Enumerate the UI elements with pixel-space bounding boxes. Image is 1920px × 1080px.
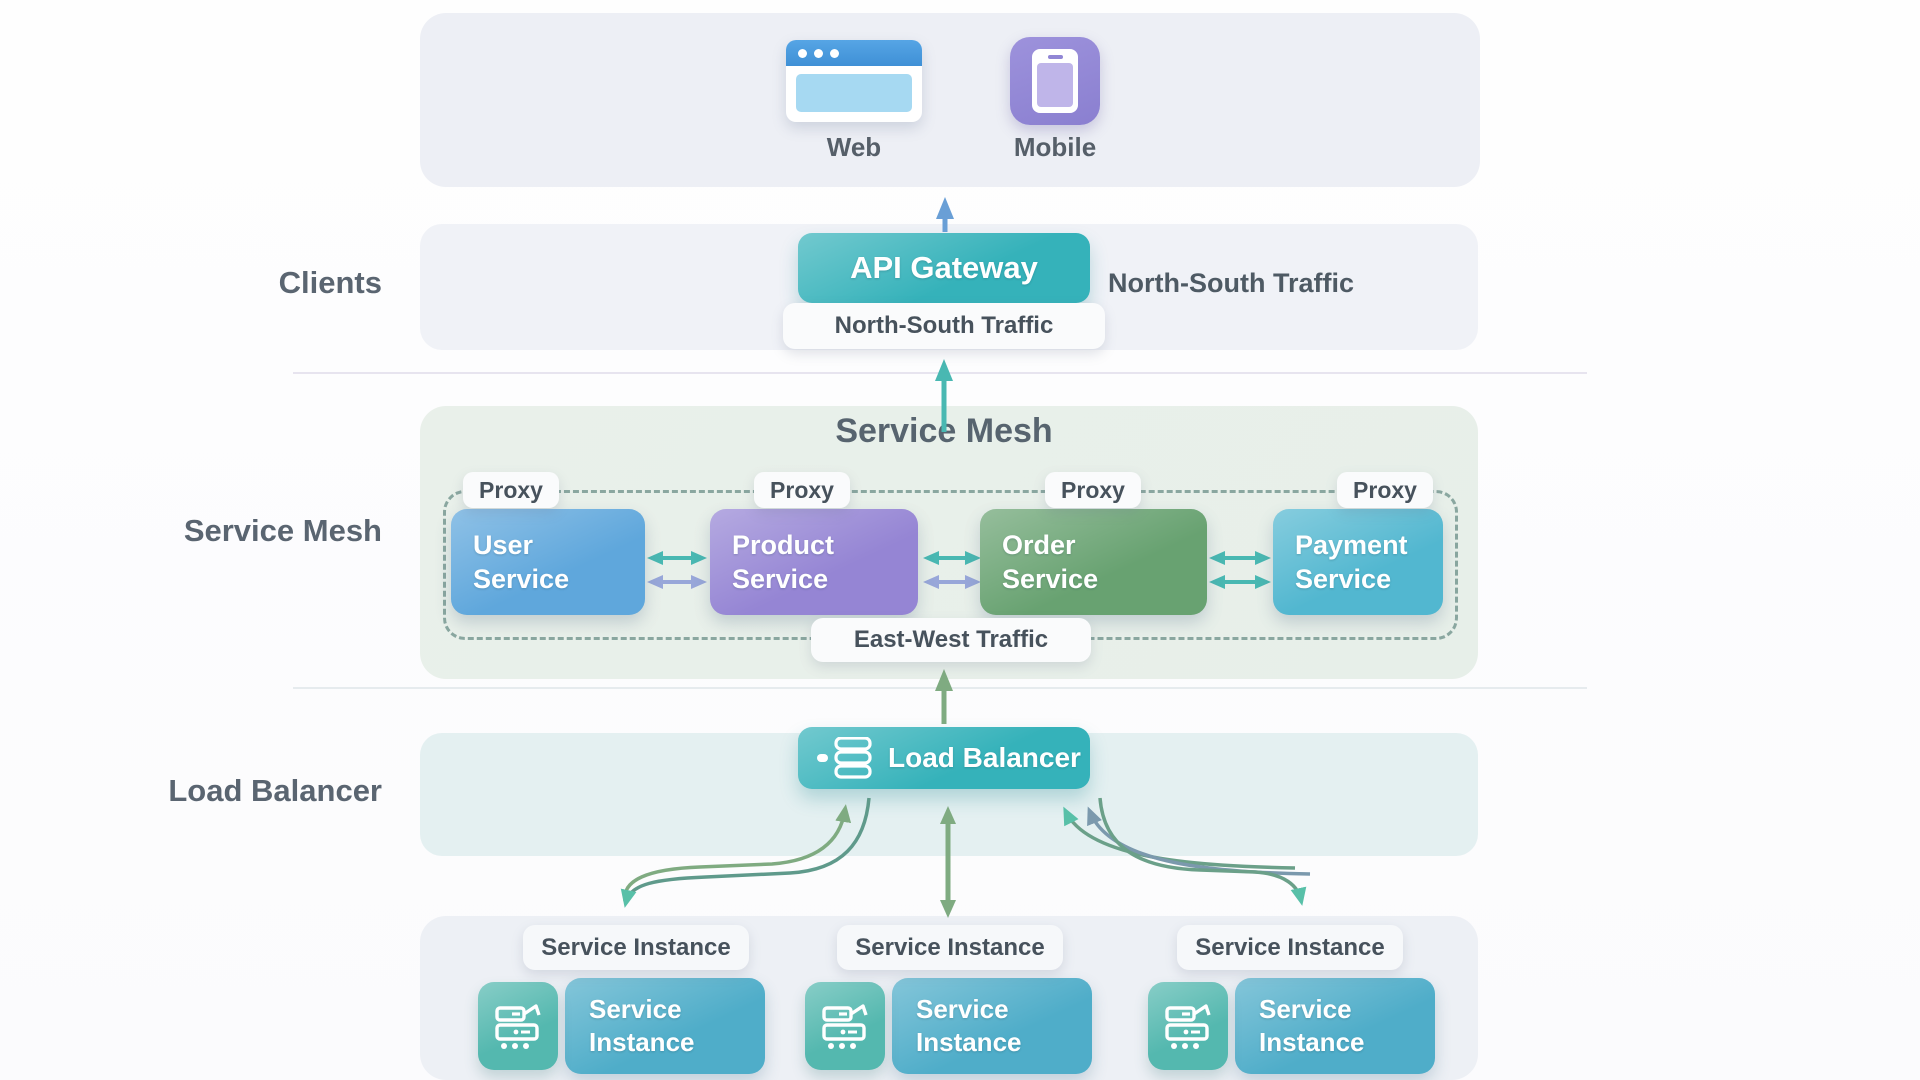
product-service-label: Product Service	[732, 530, 835, 594]
proxy-pill-user: Proxy	[463, 472, 559, 508]
proxy-pill-product: Proxy	[754, 472, 850, 508]
service-instance-label: Service Instance	[589, 994, 695, 1057]
crate-icon	[495, 1004, 541, 1049]
clients-band	[420, 13, 1480, 187]
row-divider-top	[293, 372, 1587, 374]
row-divider-bottom	[293, 687, 1587, 689]
user-service-label: User Service	[473, 530, 570, 594]
service-instance-box-2: Service Instance	[892, 978, 1092, 1074]
load-balancer-box: Load Balancer	[798, 727, 1090, 789]
order-service-label: Order Service	[1002, 530, 1099, 594]
web-browser-icon	[786, 40, 922, 122]
browser-dot-icon	[830, 49, 839, 58]
server-stack-icon	[817, 737, 872, 779]
product-service-box: Product Service	[710, 509, 918, 615]
north-south-traffic-side-label: North-South Traffic	[1108, 267, 1354, 298]
row-label-service-mesh: Service Mesh	[183, 513, 382, 548]
payment-service-label: Payment Service	[1295, 530, 1408, 594]
service-instance-label: Service Instance	[916, 994, 1022, 1057]
crate-icon	[822, 1004, 868, 1049]
proxy-pill-order: Proxy	[1045, 472, 1141, 508]
instance-tile-icon-1	[478, 982, 558, 1070]
phone-speaker	[1048, 55, 1063, 59]
payment-service-box: Payment Service	[1273, 509, 1443, 615]
service-instance-label: Service Instance	[1259, 994, 1365, 1057]
service-instance-pill-2: Service Instance	[837, 925, 1063, 970]
proxy-pill-payment: Proxy	[1337, 472, 1433, 508]
service-instance-pill-1: Service Instance	[523, 925, 749, 970]
east-west-traffic-pill: East-West Traffic	[811, 618, 1091, 662]
phone-screen	[1037, 63, 1073, 107]
service-instance-pill-3: Service Instance	[1177, 925, 1403, 970]
browser-page	[796, 74, 912, 112]
browser-dot-icon	[814, 49, 823, 58]
instance-tile-icon-3	[1148, 982, 1228, 1070]
service-mesh-title: Service Mesh	[835, 412, 1053, 450]
instance-tile-icon-2	[805, 982, 885, 1070]
user-service-box: User Service	[451, 509, 645, 615]
browser-dot-icon	[798, 49, 807, 58]
crate-icon	[1165, 1004, 1211, 1049]
service-instance-box-3: Service Instance	[1235, 978, 1435, 1074]
load-balancer-label: Load Balancer	[888, 742, 1081, 773]
api-gateway-box: API Gateway	[798, 233, 1090, 303]
row-label-clients: Clients	[278, 265, 382, 300]
row-label-load-balancer: Load Balancer	[168, 773, 382, 808]
browser-titlebar	[786, 40, 922, 66]
north-south-traffic-pill: North-South Traffic	[783, 303, 1105, 349]
mobile-phone-icon	[1010, 37, 1100, 125]
service-instance-box-1: Service Instance	[565, 978, 765, 1074]
web-label: Web	[826, 132, 882, 162]
mobile-label: Mobile	[1013, 132, 1097, 162]
order-service-box: Order Service	[980, 509, 1207, 615]
